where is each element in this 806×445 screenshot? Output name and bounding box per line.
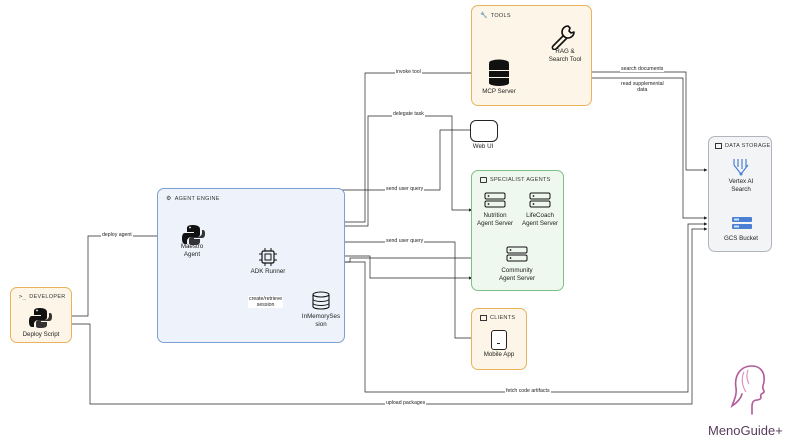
edge-label-fetch-code: fetch code artifacts [505, 388, 551, 394]
adk-runner-node[interactable] [259, 248, 277, 266]
python-icon [29, 308, 52, 328]
agent-engine-group-title: AGENT ENGINE [174, 195, 220, 202]
specialist-agents-group: SPECIALIST AGENTS [471, 170, 564, 291]
maestro-agent-node[interactable] [181, 224, 205, 246]
engine-icon: ⚙ [166, 196, 172, 202]
vertex-ai-icon [733, 159, 749, 176]
brand-logo-icon [730, 362, 770, 422]
data-storage-group: DATA STORAGE [708, 136, 772, 252]
mobile-app-label: Mobile App [483, 351, 515, 358]
server-icon [484, 192, 506, 208]
agent-engine-group: ⚙ AGENT ENGINE [157, 188, 345, 343]
web-ui-label: Web UI [472, 143, 494, 150]
storage-icon [715, 143, 722, 149]
wrench-icon: 🔧 [480, 13, 488, 19]
vertex-ai-search-label: Vertex AI Search [728, 178, 754, 193]
tools-group: 🔧 TOOLS [471, 5, 592, 106]
lifecoach-agent-node[interactable] [529, 192, 551, 208]
nutrition-agent-label: Nutrition Agent Server [476, 212, 514, 227]
wrench-icon [551, 25, 575, 50]
database-icon [312, 291, 330, 310]
edge-label-search-documents: search documents [620, 66, 665, 72]
inmemory-session-node[interactable] [311, 291, 331, 311]
deploy-script-label: Deploy Script [22, 331, 60, 338]
lifecoach-agent-label: LifeCoach Agent Server [521, 212, 559, 227]
mobile-phone-icon [497, 343, 500, 344]
community-agent-node[interactable] [506, 246, 528, 262]
maestro-agent-label: Maestro Agent [180, 243, 204, 258]
web-ui-node[interactable] [470, 120, 498, 142]
server-icon [529, 192, 551, 208]
nutrition-agent-node[interactable] [484, 192, 506, 208]
specialist-agents-group-title: SPECIALIST AGENTS [490, 177, 551, 183]
edge-read-supplemental [512, 77, 708, 220]
edge-deploy-agent [70, 234, 179, 317]
inmemory-session-label: InMemorySes sion [301, 313, 341, 328]
bucket-icon [732, 217, 752, 229]
edge-label-upload-packages: upload packages [385, 400, 427, 406]
agents-icon [480, 177, 487, 183]
clients-group: CLIENTS [471, 308, 527, 370]
chip-icon [259, 248, 277, 266]
database-icon [489, 59, 509, 86]
data-storage-group-title: DATA STORAGE [725, 143, 771, 149]
edge-label-read-supplemental: read supplemental data [620, 81, 665, 93]
adk-runner-label: ADK Runner [250, 268, 286, 275]
edge-label-deploy-agent: deploy agent [101, 232, 133, 238]
python-icon [182, 225, 205, 245]
edge-label-create-session: create/retrieve session [248, 296, 284, 308]
server-icon [506, 246, 528, 262]
community-agent-label: Community Agent Server [498, 267, 536, 282]
rag-tool-label: RAG & Search Tool [548, 48, 582, 63]
gcs-bucket-label: GCS Bucket [723, 235, 759, 242]
rag-tool-node[interactable] [548, 24, 578, 50]
developer-group-title: DEVELOPER [29, 294, 66, 300]
mobile-app-node[interactable] [491, 330, 507, 350]
clients-icon [480, 315, 487, 321]
edge-label-send-user-query-1: send user query [385, 186, 425, 192]
mcp-server-node[interactable] [481, 57, 517, 93]
tools-group-title: TOOLS [490, 12, 511, 19]
mcp-server-label: MCP Server [482, 88, 516, 95]
brand-name: MenoGuide+ [708, 423, 783, 438]
edge-label-send-user-query-2: send user query [385, 238, 425, 244]
edge-label-delegate-task: delegate task [392, 111, 425, 117]
vertex-ai-search-node[interactable] [732, 157, 750, 177]
clients-group-title: CLIENTS [490, 315, 516, 321]
terminal-icon: >_ [19, 294, 27, 300]
edge-search-documents [512, 71, 708, 172]
gcs-bucket-node[interactable] [731, 216, 753, 230]
deploy-script-node[interactable] [28, 307, 52, 329]
edge-label-invoke-tool: invoke tool [395, 69, 422, 75]
